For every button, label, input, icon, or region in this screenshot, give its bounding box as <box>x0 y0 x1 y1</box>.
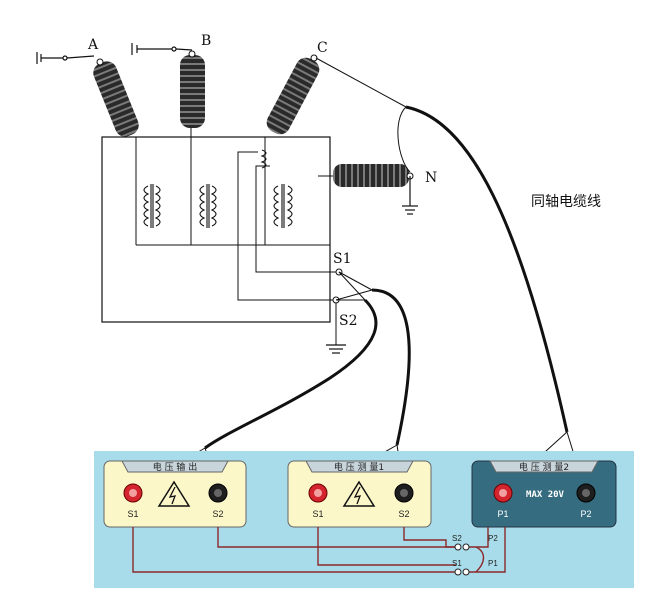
label-s1: S1 <box>333 251 352 267</box>
windings <box>143 149 293 228</box>
terminal-label-1r: S2 <box>212 509 223 519</box>
ground-n <box>402 176 418 215</box>
panel-voltage-measure-1: 电 压 测 量1 S1 S2 <box>287 460 432 528</box>
cable-label: 同轴电缆线 <box>531 194 601 210</box>
panel-title-2: 电 压 测 量1 <box>334 461 384 473</box>
panel-title-3: 电 压 测 量2 <box>519 461 569 473</box>
switch-label-p2: P2 <box>488 534 498 543</box>
phase-label-n: N <box>425 170 437 186</box>
warning-icon <box>342 480 376 507</box>
bushing-n <box>333 164 414 187</box>
switch-label-s2: S2 <box>452 534 462 543</box>
terminal-label-3r: P2 <box>580 509 591 519</box>
terminal-label-2l: S1 <box>312 509 323 519</box>
phase-label-a: A <box>87 37 99 53</box>
warning-icon <box>157 480 191 507</box>
bushing-a <box>93 58 139 137</box>
bushing-c <box>266 54 320 135</box>
ground-s2 <box>326 344 346 354</box>
primary-leads <box>135 128 333 246</box>
panel-voltage-output: 电 压 输 出 S1 S2 <box>103 460 247 528</box>
panel-voltage-measure-2: 电 压 测 量2 MAX 20V P1 P2 <box>471 460 617 528</box>
max-voltage-badge: MAX 20V <box>526 490 565 500</box>
bushing-b <box>180 50 205 128</box>
terminal-label-2r: S2 <box>398 509 409 519</box>
terminal-label-1l: S1 <box>127 509 138 519</box>
panel-wiring <box>132 527 506 573</box>
coax-cable <box>315 57 586 491</box>
switch-label-p1: P1 <box>488 559 498 568</box>
switch-label-s1: S1 <box>452 559 462 568</box>
phase-label-c: C <box>317 40 328 56</box>
switch-contacts <box>454 543 470 576</box>
ground-b <box>131 43 193 55</box>
label-s2: S2 <box>339 313 358 329</box>
ct-secondary-leads <box>237 151 338 345</box>
ground-a <box>36 52 95 64</box>
terminal-label-3l: P1 <box>497 509 508 519</box>
phase-label-b: B <box>201 33 211 49</box>
panel-title-1: 电 压 输 出 <box>153 461 198 473</box>
